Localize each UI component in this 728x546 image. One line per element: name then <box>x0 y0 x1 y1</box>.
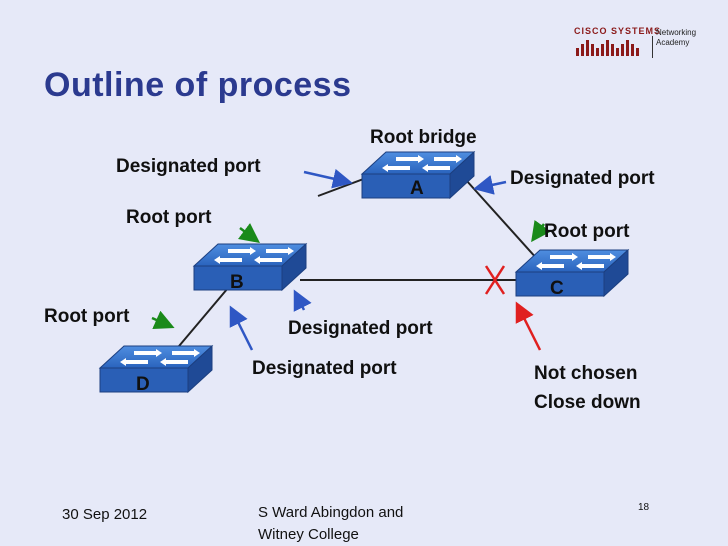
designated-port-label-a-left: Designated port <box>116 156 261 177</box>
footer-date: 30 Sep 2012 <box>62 506 148 523</box>
footer-author-line1: S Ward Abingdon and <box>258 504 404 521</box>
switch-a-label: A <box>410 178 424 199</box>
logo-brand: CISCO SYSTEMS <box>574 26 662 36</box>
page-number: 18 <box>638 502 650 513</box>
arrow-root-c <box>531 219 551 243</box>
designated-port-label-a-right: Designated port <box>510 168 655 189</box>
designated-port-label-b-right: Designated port <box>288 318 433 339</box>
root-port-label-d: Root port <box>44 306 130 327</box>
switch-d <box>99 345 213 393</box>
switch-c-label: C <box>550 278 564 299</box>
switch-b <box>193 243 307 291</box>
arrow-designated-b-bottom <box>229 305 254 351</box>
root-bridge-label: Root bridge <box>370 127 477 148</box>
switch-c <box>515 249 629 297</box>
root-port-label-b: Root port <box>126 207 212 228</box>
root-port-label-c: Root port <box>544 221 630 242</box>
link-a-c <box>465 179 539 261</box>
designated-port-label-b-bottom: Designated port <box>252 358 397 379</box>
footer-author-line2: Witney College <box>258 526 359 543</box>
arrow-root-d <box>151 310 175 330</box>
blocked-port-icon <box>484 265 506 295</box>
arrow-not-chosen <box>515 301 542 351</box>
arrow-designated-a-right <box>473 175 507 195</box>
cisco-logo: CISCO SYSTEMS Networking Academy <box>574 24 714 64</box>
link-b-d <box>173 287 229 353</box>
arrow-root-b <box>238 223 260 243</box>
arrow-designated-b-right <box>293 289 312 312</box>
arrow-designated-a-left <box>303 168 353 189</box>
cisco-bars-icon <box>576 40 639 56</box>
page-title: Outline of process <box>44 66 352 104</box>
close-down-label: Close down <box>534 392 641 413</box>
logo-text: Networking Academy <box>656 28 697 47</box>
not-chosen-label: Not chosen <box>534 363 638 384</box>
switch-d-label: D <box>136 374 150 395</box>
switch-b-label: B <box>230 272 244 293</box>
